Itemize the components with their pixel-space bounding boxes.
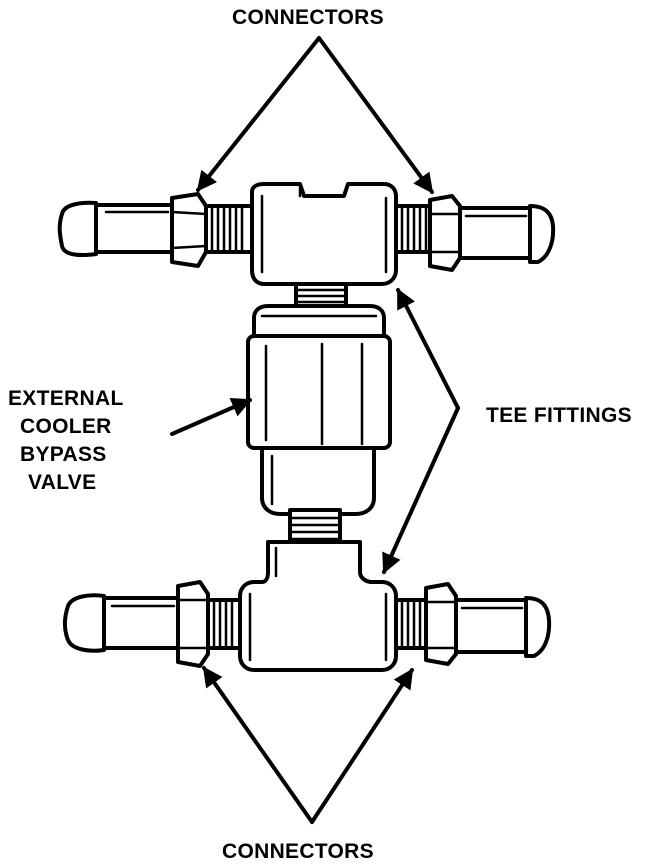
bottom-left-thread	[206, 598, 242, 650]
bottom-tee-assembly	[63, 540, 552, 672]
top-tee-fitting	[250, 182, 398, 286]
bottom-left-connector-nut	[176, 580, 210, 668]
top-stem-thread	[294, 282, 348, 308]
bottom-right-connector-nut	[424, 582, 458, 666]
bypass-valve-arrow	[170, 398, 252, 436]
label-connectors-top: CONNECTORS	[232, 6, 384, 29]
top-left-thread	[204, 204, 254, 254]
bottom-tee-fitting	[238, 540, 398, 672]
label-tee-fittings: TEE FITTINGS	[486, 404, 632, 427]
external-cooler-bypass-valve	[246, 304, 392, 516]
bottom-connectors-arrows	[202, 666, 414, 824]
top-left-connector-nut	[170, 192, 208, 268]
bottom-right-hose-barb	[454, 596, 552, 658]
label-external-cooler-bypass-valve: EXTERNAL COOLER BYPASS VALVE	[8, 387, 124, 494]
top-connectors-arrows	[196, 36, 434, 194]
label-valve-line-1: EXTERNAL	[8, 387, 124, 410]
top-left-hose-barb	[57, 200, 174, 257]
top-right-connector-nut	[428, 194, 462, 272]
label-valve-line-2: COOLER	[20, 415, 112, 438]
bottom-stem-thread	[288, 508, 342, 544]
bottom-left-hose-barb	[63, 593, 180, 653]
bottom-right-thread	[394, 598, 428, 650]
top-right-thread	[394, 204, 432, 254]
label-valve-line-4: VALVE	[28, 471, 96, 494]
label-valve-line-3: BYPASS	[20, 443, 107, 466]
top-tee-assembly	[57, 182, 556, 286]
tee-fittings-arrows	[382, 288, 460, 574]
label-connectors-bottom: CONNECTORS	[222, 840, 374, 863]
top-right-hose-barb	[458, 204, 556, 264]
